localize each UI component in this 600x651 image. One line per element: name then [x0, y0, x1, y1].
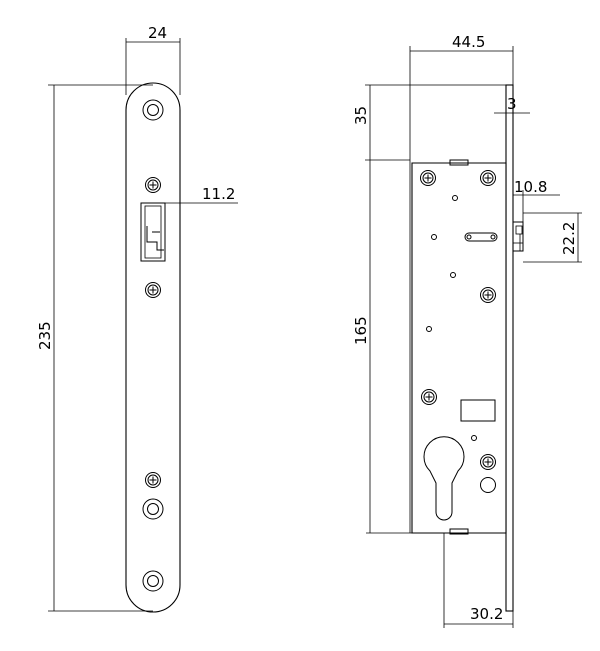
faceplate-outline	[125, 82, 181, 613]
side-view: 44.5 35 3 165 10.8	[352, 33, 582, 628]
faceplate-bottom-hole-icon	[142, 570, 164, 592]
hole-icon	[431, 234, 437, 240]
latch-bolt	[512, 221, 524, 252]
square-cutout	[460, 399, 496, 422]
dimension-width-front: 24	[125, 24, 181, 95]
dimension-label: 44.5	[452, 33, 485, 51]
screw-icon	[480, 287, 496, 303]
dimension-latch-front: 11.2	[141, 185, 238, 204]
screw-icon	[421, 389, 437, 405]
screw-icon	[480, 454, 496, 470]
faceplate-strip	[505, 84, 514, 612]
hole-icon	[471, 435, 477, 441]
hole-icon	[450, 272, 456, 278]
follower-slot	[464, 232, 498, 242]
dimension-label: 165	[352, 316, 370, 345]
dimension-label: 10.8	[514, 178, 547, 196]
dimension-label: 24	[148, 24, 167, 42]
hole-icon	[452, 195, 458, 201]
dimension-height-front: 235	[36, 84, 153, 612]
lock-case-outline	[411, 162, 507, 534]
dimension-label: 30.2	[470, 605, 503, 623]
dimension-plate-thickness: 3	[494, 95, 530, 114]
dimension-label: 11.2	[202, 185, 235, 203]
dimension-backset: 30.2	[443, 533, 514, 628]
dimension-label: 22.2	[560, 222, 578, 255]
dimension-latch-height: 22.2	[523, 212, 582, 263]
faceplate-top-hole-icon	[142, 99, 164, 121]
dimension-label: 235	[36, 321, 54, 350]
dimension-body-height: 165	[352, 163, 412, 534]
round-hole-icon	[480, 477, 496, 493]
cylinder-keyhole-icon	[423, 436, 465, 521]
screw-icon	[480, 170, 496, 186]
dimension-width-side: 44.5	[409, 33, 514, 163]
dimension-label: 3	[507, 95, 517, 113]
front-view: 24 235 11.2	[36, 24, 238, 613]
hole-icon	[426, 326, 432, 332]
screw-icon	[145, 177, 161, 193]
dimension-label: 35	[352, 106, 370, 125]
dimension-top-offset: 35	[352, 84, 506, 163]
screw-icon	[145, 282, 161, 298]
faceplate-lower-hole-icon	[142, 498, 164, 520]
screw-icon	[145, 472, 161, 488]
dimension-latch-depth: 10.8	[513, 178, 560, 222]
screw-icon	[420, 170, 436, 186]
